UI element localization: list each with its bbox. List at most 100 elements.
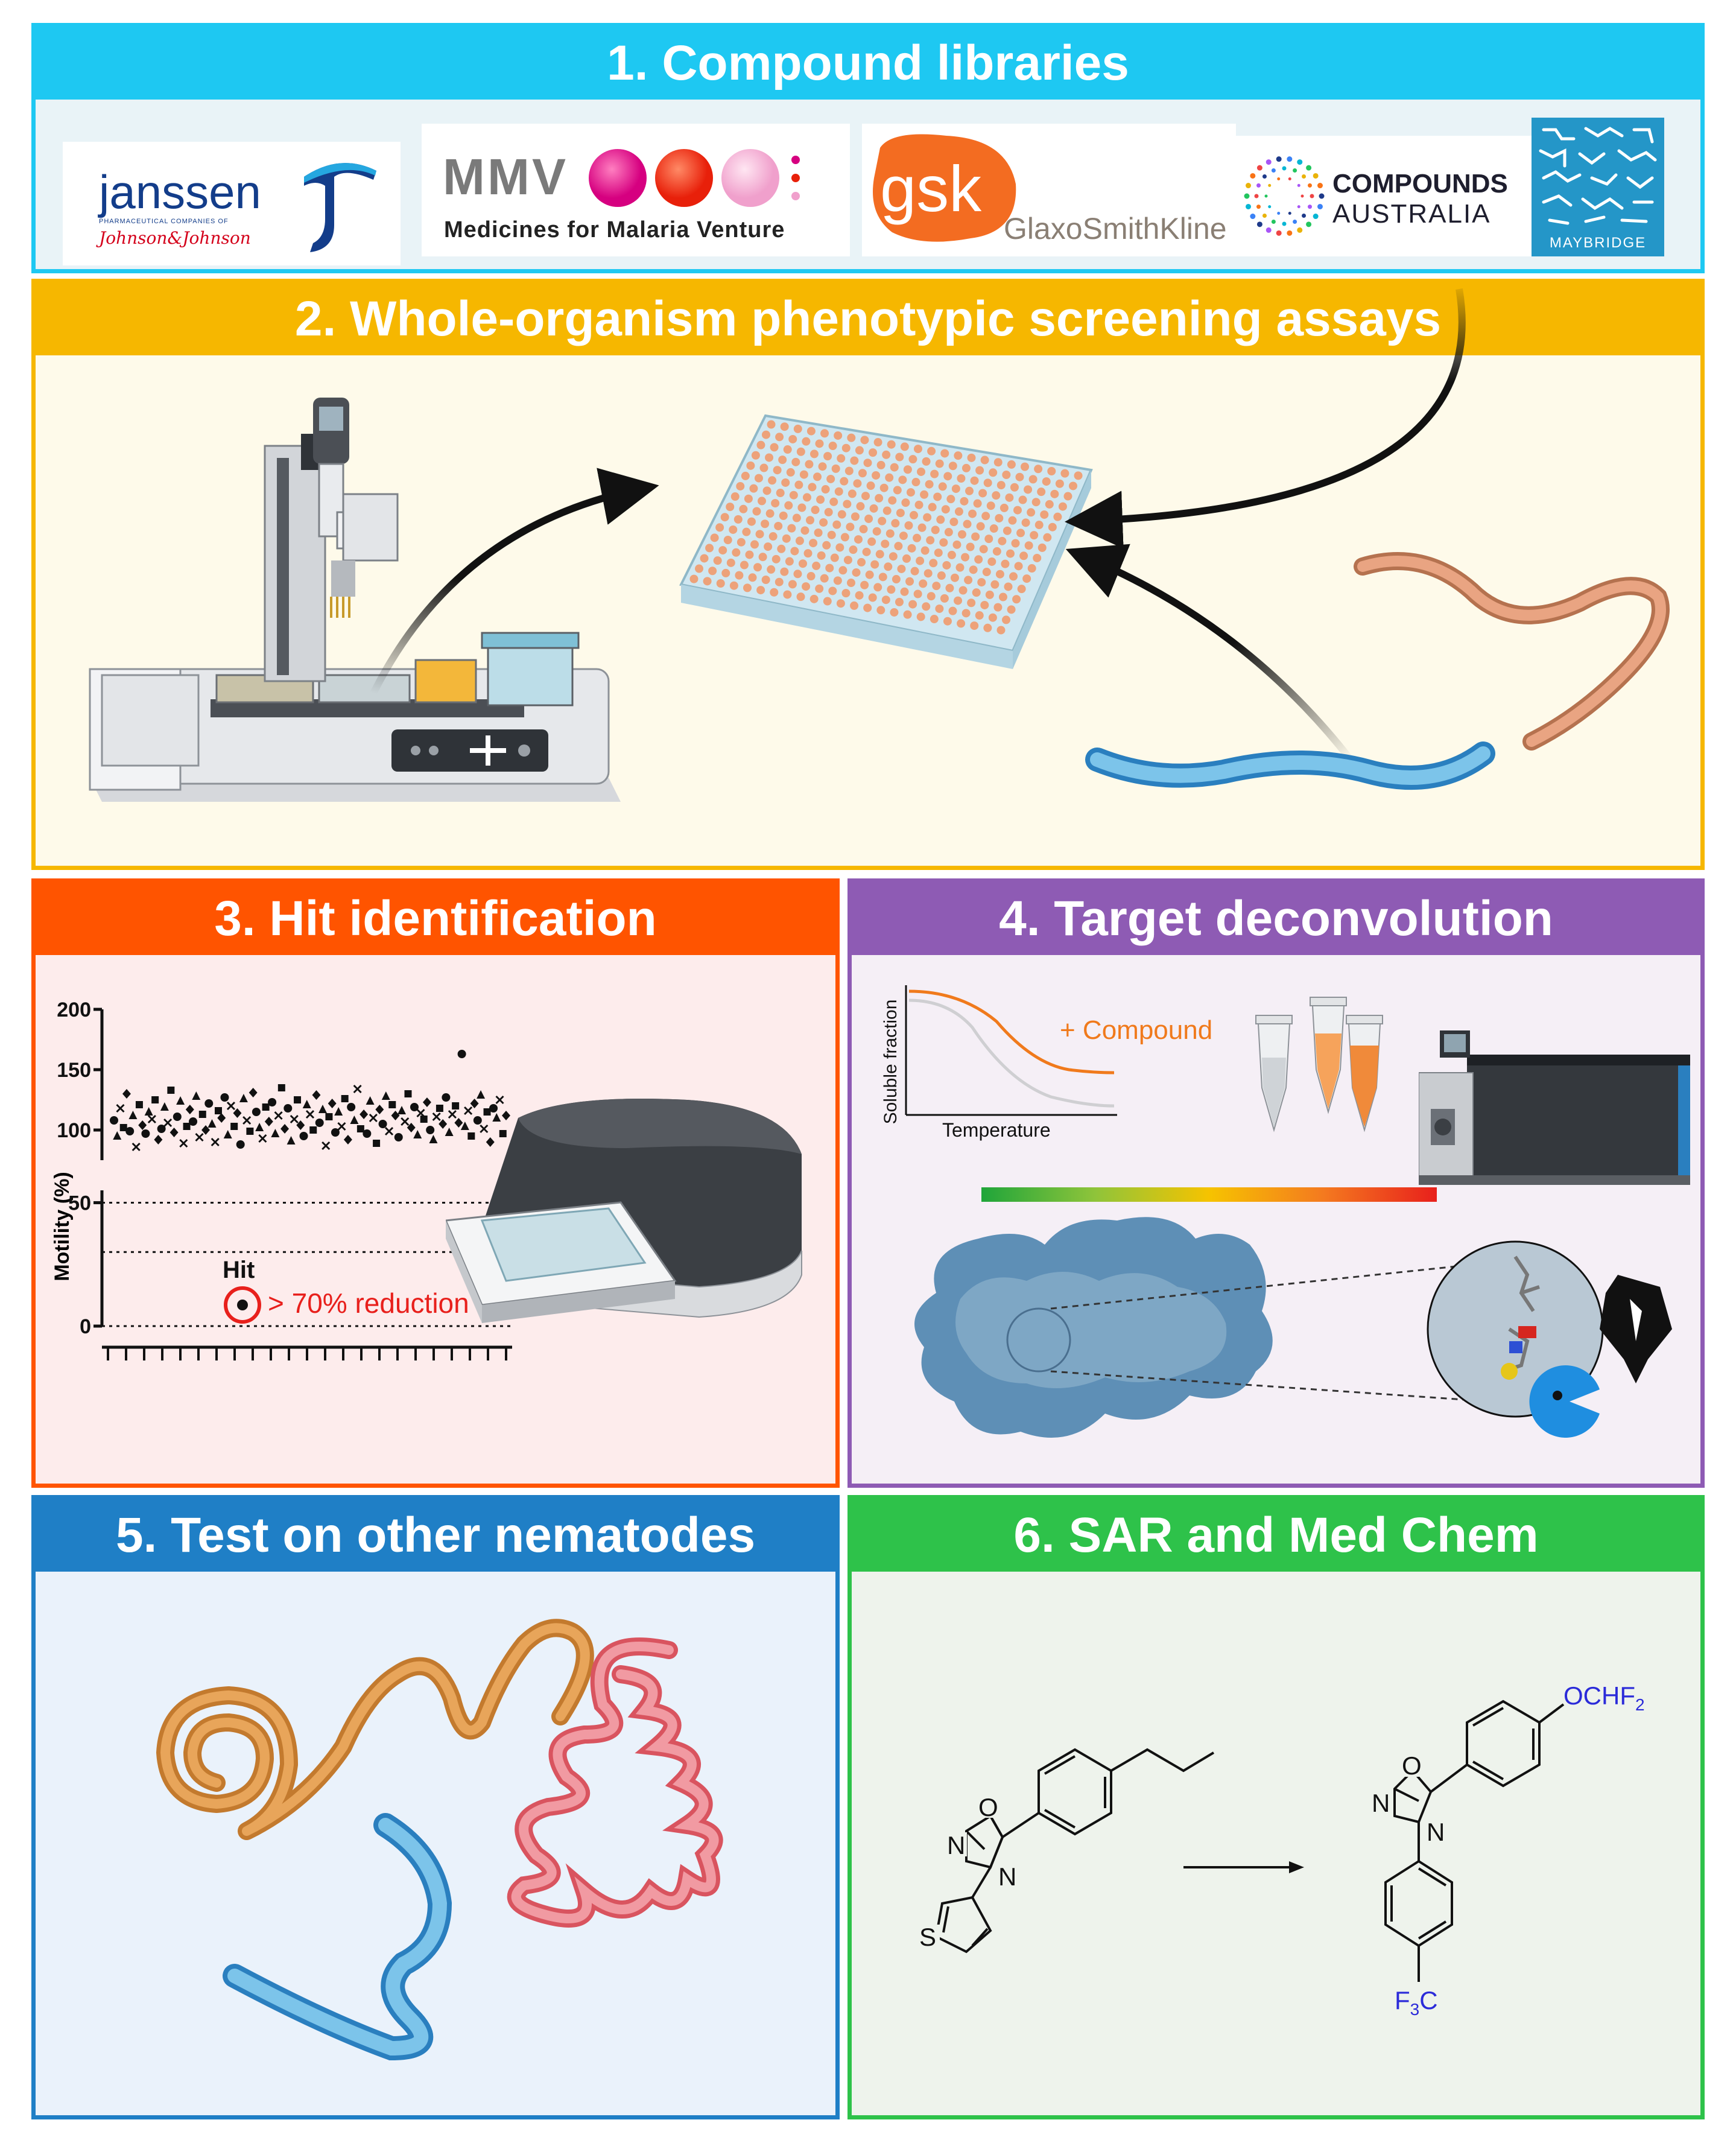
ring-dot — [1268, 205, 1272, 209]
well — [876, 606, 885, 615]
well — [1053, 512, 1062, 521]
well — [802, 437, 811, 446]
well — [881, 539, 890, 548]
well — [999, 503, 1009, 512]
panel-4-title: 4. Target deconvolution — [999, 891, 1553, 946]
data-point — [442, 1093, 451, 1102]
data-point — [436, 1105, 443, 1112]
well — [970, 476, 979, 485]
well — [873, 583, 882, 592]
well — [823, 452, 832, 461]
svg-text:OCHF2: OCHF2 — [1563, 1681, 1645, 1714]
well — [923, 513, 932, 522]
well — [689, 574, 699, 583]
well — [761, 430, 770, 439]
well — [793, 424, 802, 433]
well — [934, 548, 943, 557]
well — [855, 591, 864, 600]
well — [957, 619, 966, 628]
data-point — [420, 1116, 428, 1123]
well — [796, 592, 805, 602]
panel-5-header: 5. Test on other nematodes — [36, 1499, 835, 1572]
data-point — [138, 1120, 147, 1130]
well — [750, 540, 759, 549]
ring-dot — [1262, 174, 1267, 179]
data-point — [486, 1137, 495, 1147]
data-point — [499, 1130, 507, 1137]
well — [981, 512, 990, 521]
ring-dot — [1317, 183, 1323, 189]
data-point — [429, 1135, 438, 1143]
hit-circle-icon — [224, 1286, 261, 1324]
well — [942, 560, 951, 570]
well — [767, 565, 776, 574]
well — [908, 600, 917, 609]
well — [803, 549, 813, 558]
well — [890, 463, 899, 472]
well — [967, 598, 976, 608]
ring-dot — [1256, 205, 1261, 209]
svg-text:F3C: F3C — [1395, 1986, 1438, 2019]
well — [1014, 562, 1023, 571]
data-point — [422, 1097, 431, 1107]
well — [916, 612, 925, 621]
data-point — [426, 1126, 435, 1134]
well — [1034, 521, 1044, 530]
well — [897, 564, 906, 573]
data-point — [169, 1128, 179, 1137]
orange-coiled-worm — [156, 1619, 594, 1840]
well — [765, 509, 775, 518]
data-point — [217, 1113, 226, 1123]
data-point — [299, 1132, 308, 1140]
data-point — [280, 1124, 290, 1134]
compounds-line1: COMPOUNDS — [1332, 169, 1508, 198]
well — [863, 603, 872, 612]
gsk-name: gsk — [880, 152, 982, 225]
well — [843, 556, 852, 565]
well — [729, 581, 738, 590]
mol2-atom-n1: N — [1372, 1789, 1390, 1817]
compounds-line2: AUSTRALIA — [1332, 199, 1491, 229]
well — [713, 556, 722, 565]
well — [966, 542, 975, 551]
well — [797, 503, 806, 512]
well — [780, 567, 789, 576]
data-point — [384, 1126, 394, 1136]
well — [735, 571, 744, 580]
well — [710, 533, 719, 542]
liquid-handler-robot — [89, 398, 621, 802]
well — [988, 613, 997, 622]
well — [1011, 539, 1020, 548]
mol1-atom-n2: N — [998, 1862, 1016, 1891]
motility-axis-label: Motility (%) — [51, 1172, 74, 1281]
well — [952, 540, 961, 549]
well — [1055, 479, 1064, 488]
well — [751, 451, 760, 460]
janssen-name: janssen — [99, 165, 261, 218]
well — [744, 494, 753, 503]
well — [1003, 526, 1012, 535]
well — [843, 500, 852, 509]
data-point — [147, 1114, 156, 1124]
well — [868, 593, 877, 602]
well — [759, 463, 768, 472]
gsk-blob-icon — [873, 134, 1016, 242]
well — [954, 596, 963, 605]
well — [968, 509, 977, 518]
well — [930, 469, 939, 478]
ring-dot — [1246, 183, 1252, 189]
data-point — [135, 1101, 143, 1108]
well — [783, 445, 792, 454]
ring-dot — [1282, 221, 1287, 226]
well — [741, 471, 750, 480]
well — [891, 519, 900, 528]
panel-3-title: 3. Hit identification — [214, 891, 657, 946]
ring-dot — [1297, 159, 1303, 165]
well — [927, 592, 936, 601]
well — [795, 536, 804, 545]
data-point — [204, 1099, 214, 1108]
mass-spectrometer — [1419, 1030, 1690, 1185]
well — [949, 517, 958, 526]
data-point — [325, 1113, 333, 1120]
